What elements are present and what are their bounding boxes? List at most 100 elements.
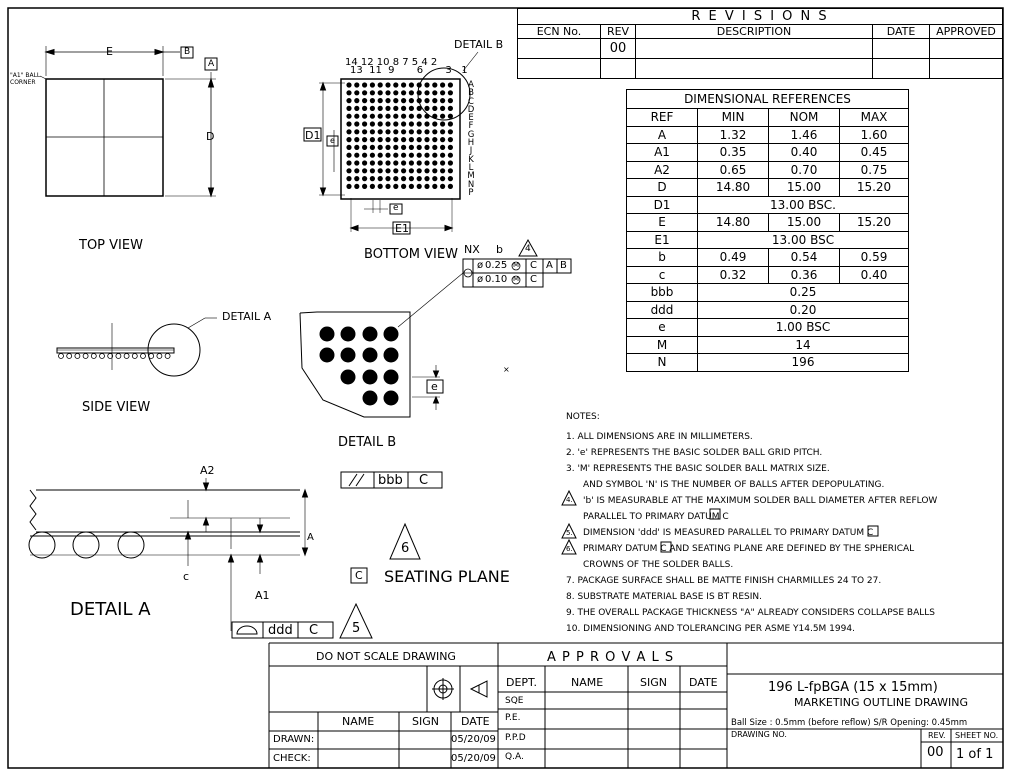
solder-ball [346, 152, 352, 158]
note-6-cont: CROWNS OF THE SOLDER BALLS. [583, 560, 734, 570]
approvals-title: A P P R O V A L S [547, 650, 675, 665]
solder-ball [369, 98, 375, 104]
solder-ball [377, 121, 383, 127]
solder-ball [362, 121, 368, 127]
solder-ball [377, 82, 383, 88]
solder-ball [354, 160, 360, 166]
dim-max-cell: 0.75 [839, 160, 909, 179]
solder-ball [354, 90, 360, 96]
solder-ball [401, 98, 407, 104]
solder-ball [362, 168, 368, 174]
solder-ball [408, 183, 414, 189]
solder-ball [393, 144, 399, 150]
solder-ball [416, 105, 422, 111]
solder-ball [362, 90, 368, 96]
dim-nom-cell: 15.00 [768, 178, 840, 197]
solder-ball [408, 176, 414, 182]
solder-ball [393, 176, 399, 182]
solder-ball [393, 152, 399, 158]
dim-table-title: DIMENSIONAL REFERENCES [626, 89, 909, 109]
solder-ball [393, 168, 399, 174]
side-solder-ball [140, 353, 146, 359]
side-solder-ball [107, 353, 114, 359]
datum-ref-c-2: C [530, 274, 537, 285]
solder-ball [401, 105, 407, 111]
dim-max-cell: 1.60 [839, 125, 909, 144]
solder-ball [362, 160, 368, 166]
dim-nom-cell: 15.00 [768, 213, 840, 232]
solder-ball [447, 121, 453, 127]
solder-ball [408, 98, 414, 104]
note-4-num: 4. [566, 496, 573, 504]
pitch-e-label-vert: e [330, 136, 335, 145]
solder-ball [440, 82, 446, 88]
solder-ball [377, 152, 383, 158]
solder-ball [354, 98, 360, 104]
dim-min-cell: 0.65 [697, 160, 769, 179]
dim-a-label: A [307, 532, 314, 543]
solder-ball [432, 121, 438, 127]
solder-ball [393, 113, 399, 119]
solder-ball [377, 183, 383, 189]
solder-ball [385, 160, 391, 166]
dim-bsc-cell: 13.00 BSC. [697, 195, 909, 214]
solder-ball [369, 137, 375, 143]
dim-d1-label: D1 [305, 129, 321, 142]
solder-ball [346, 176, 352, 182]
solder-ball [401, 160, 407, 166]
solder-ball [393, 105, 399, 111]
note-1: 1. ALL DIMENSIONS ARE IN MILLIMETERS. [566, 432, 753, 442]
solder-ball [346, 121, 352, 127]
notes-title: NOTES: [566, 412, 600, 422]
dim-ref-cell: A [626, 125, 698, 144]
dim-ref-cell: D [626, 178, 698, 197]
dim-nom-cell: 0.54 [768, 248, 840, 267]
solder-ball [354, 105, 360, 111]
solder-ball [354, 121, 360, 127]
solder-ball [416, 144, 422, 150]
solder-ball [447, 129, 453, 135]
solder-ball [369, 176, 375, 182]
dim-ref-cell: A1 [626, 143, 698, 162]
solder-ball [432, 160, 438, 166]
solder-ball [416, 137, 422, 143]
a1-corner-label: "A1" BALL CORNER [10, 72, 41, 86]
drawn-label: DRAWN: [273, 734, 315, 745]
nx-label: NX [464, 243, 480, 256]
tol-value-2: 0.10 [485, 274, 508, 285]
tol-value-1: 0.25 [485, 260, 508, 271]
solder-ball [377, 90, 383, 96]
sheet-border [7, 7, 1004, 769]
solder-ball [369, 144, 375, 150]
dim-ref-cell: D1 [626, 195, 698, 214]
note-6: PRIMARY DATUM C AND SEATING PLANE ARE DE… [583, 544, 915, 554]
solder-ball [377, 105, 383, 111]
solder-ball [408, 121, 414, 127]
part-subtitle: MARKETING OUTLINE DRAWING [794, 696, 968, 709]
solder-ball [416, 183, 422, 189]
solder-ball [377, 113, 383, 119]
solder-ball [447, 152, 453, 158]
solder-ball [440, 137, 446, 143]
dim-ref-cell: N [626, 353, 698, 372]
drawn-date: 05/20/09 [451, 734, 496, 745]
dim-bsc-cell: 13.00 BSC [697, 230, 909, 249]
solder-ball [416, 152, 422, 158]
solder-ball [408, 113, 414, 119]
solder-ball [354, 168, 360, 174]
solder-ball [346, 168, 352, 174]
solder-ball [424, 144, 430, 150]
solder-ball [354, 152, 360, 158]
approvals-name-header: NAME [571, 676, 604, 689]
dim-min-cell: 0.32 [697, 265, 769, 284]
solder-ball [416, 129, 422, 135]
solder-ball [393, 98, 399, 104]
solder-ball [346, 129, 352, 135]
solder-ball [393, 121, 399, 127]
